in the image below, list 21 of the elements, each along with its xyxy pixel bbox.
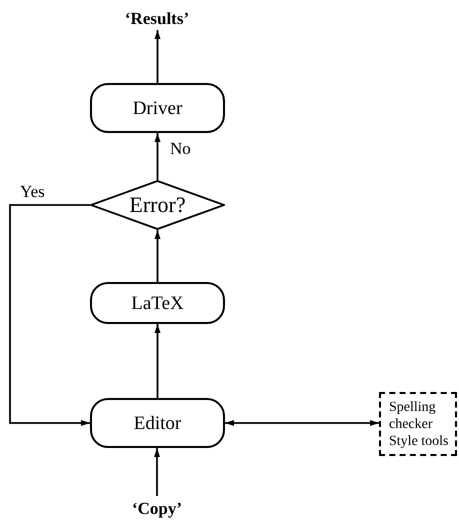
box-text: Spelling checker	[389, 398, 437, 432]
process-box	[90, 83, 225, 133]
process-box	[90, 398, 225, 448]
flow-terminal-text: ‘Results’	[124, 10, 190, 26]
decision-text: Error?	[129, 194, 186, 216]
edge-label: Yes	[18, 183, 47, 200]
box-text: Driver	[132, 98, 182, 118]
arrow	[154, 448, 160, 496]
arrow	[154, 324, 160, 398]
box-text: Style tools	[389, 432, 450, 450]
arrow	[9, 204, 90, 426]
tools-box	[379, 392, 457, 456]
arrow	[154, 30, 160, 83]
edge-label: No	[168, 140, 193, 157]
box-text: LaTeX	[131, 294, 184, 312]
arrow	[154, 230, 160, 282]
arrow	[154, 133, 160, 180]
box-text: Editor	[134, 414, 182, 432]
process-box	[90, 282, 225, 324]
flow-terminal-text: ‘Copy’	[132, 500, 182, 516]
arrow	[225, 420, 379, 426]
